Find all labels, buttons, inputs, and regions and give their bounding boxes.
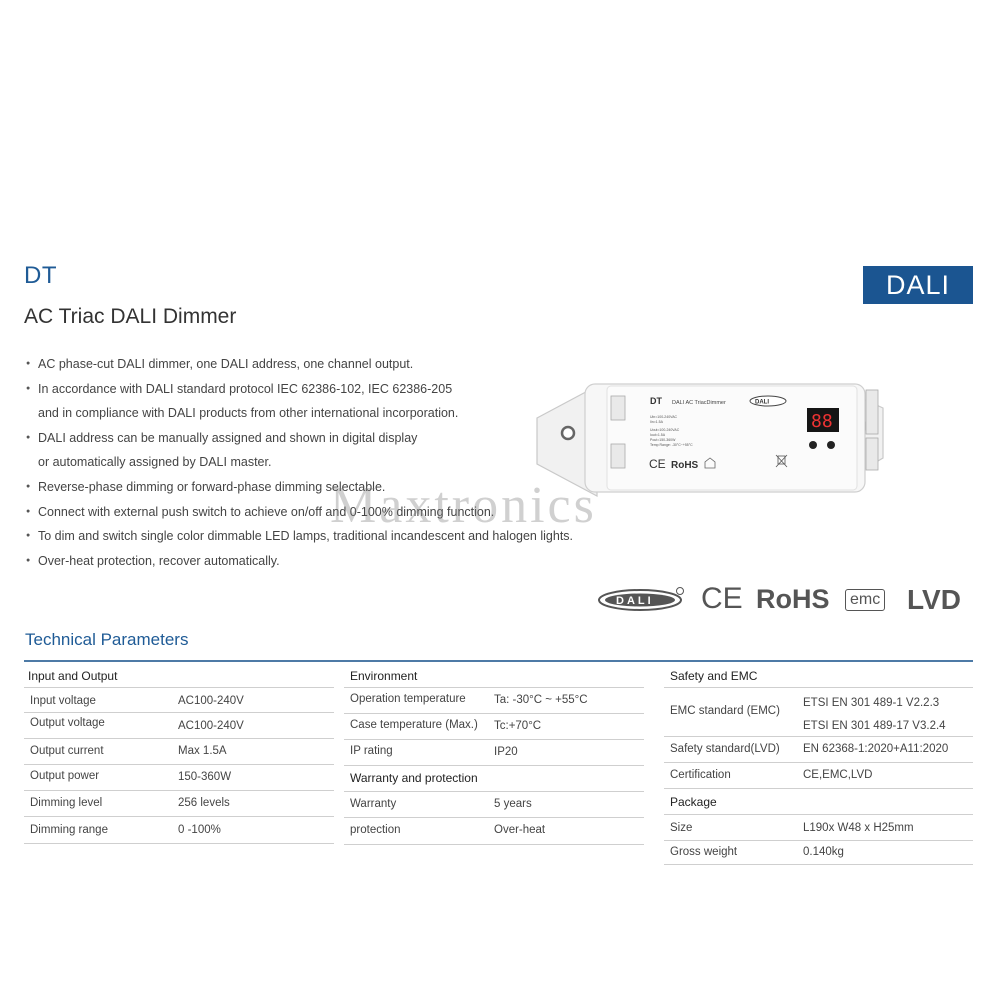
- device-button-left: [809, 441, 817, 449]
- table-heading-row: Package: [664, 789, 973, 814]
- param-value: 150-360W: [178, 771, 232, 783]
- feature-list: AC phase-cut DALI dimmer, one DALI addre…: [26, 352, 626, 573]
- param-value: 256 levels: [178, 797, 230, 809]
- param-value: 5 years: [494, 798, 532, 810]
- table-row: Case temperature (Max.) Tc:+70°C: [344, 714, 644, 740]
- param-label: Output voltage: [30, 717, 105, 729]
- param-label: Size: [670, 822, 693, 834]
- table-row: Input voltage AC100-240V: [24, 688, 334, 713]
- section-divider: [24, 660, 973, 662]
- param-value: Tc:+70°C: [494, 720, 542, 732]
- dali-badge: DALI: [863, 266, 973, 304]
- home-icon: [704, 457, 716, 469]
- param-label: Safety standard(LVD): [670, 743, 780, 755]
- dali-cert-text: DALI: [616, 595, 654, 607]
- product-input-current-label: Iin=1.5A: [650, 420, 664, 424]
- feature-item: In accordance with DALI standard protoco…: [26, 377, 626, 426]
- dali-cert-logo: DALI: [598, 587, 684, 611]
- table-row: Output current Max 1.5A: [24, 739, 334, 765]
- param-label: Output current: [30, 745, 104, 757]
- lvd-logo: LVD: [907, 584, 961, 615]
- param-label: Case temperature (Max.): [350, 719, 478, 731]
- device-button-right: [827, 441, 835, 449]
- param-label: Gross weight: [670, 846, 738, 858]
- feature-item: DALI address can be manually assigned an…: [26, 426, 626, 475]
- param-value: EN 62368-1:2020+A11:2020: [803, 743, 949, 755]
- input-output-table: Input and Output Input voltage AC100-240…: [24, 663, 334, 844]
- table-row: Output voltage AC100-240V: [24, 713, 334, 739]
- param-value: AC100-240V: [178, 695, 244, 707]
- feature-item: Over-heat protection, recover automatica…: [26, 549, 626, 574]
- table-row: protection Over-heat: [344, 818, 644, 845]
- digital-display: 88: [811, 411, 833, 432]
- product-rohs-mark: RoHS: [671, 460, 699, 471]
- table-row: Safety standard(LVD) EN 62368-1:2020+A11…: [664, 737, 973, 763]
- param-value: CE,EMC,LVD: [803, 769, 873, 781]
- section-title: Technical Parameters: [25, 630, 189, 649]
- param-value: ETSI EN 301 489-1 V2.2.3: [803, 697, 940, 709]
- param-label: Dimming range: [30, 824, 108, 836]
- param-label: Input voltage: [30, 695, 96, 707]
- table-row: Warranty 5 years: [344, 792, 644, 818]
- product-model-label: DT: [650, 396, 662, 406]
- safety-emc-table: Safety and EMC EMC standard (EMC) ETSI E…: [664, 663, 973, 865]
- param-value: 0 -100%: [178, 824, 221, 836]
- param-value: Max 1.5A: [178, 745, 227, 757]
- table-row: Dimming range 0 -100%: [24, 817, 334, 844]
- table-row: Dimming level 256 levels: [24, 791, 334, 817]
- table-row: Operation temperature Ta: -30°C ~ +55°C: [344, 688, 644, 714]
- param-label: Operation temperature: [350, 693, 466, 705]
- param-value: 0.140kg: [803, 846, 844, 858]
- table-row: Output power 150-360W: [24, 765, 334, 791]
- table-heading-row: Input and Output: [24, 663, 334, 688]
- table-row: EMC standard (EMC) ETSI EN 301 489-1 V2.…: [664, 688, 973, 737]
- device-dali-logo: DALI: [755, 400, 769, 406]
- table-row: IP rating IP20: [344, 740, 644, 766]
- param-label: Output power: [30, 770, 100, 782]
- table-row: Size L190x W48 x H25mm: [664, 814, 973, 841]
- table-heading-row: Environment: [344, 663, 644, 688]
- table-row: Certification CE,EMC,LVD: [664, 763, 973, 789]
- table-heading: Environment: [350, 669, 418, 683]
- param-value: AC100-240V: [178, 720, 244, 732]
- product-title: AC Triac DALI Dimmer: [24, 305, 237, 328]
- product-image: DT DALI AC TriacDimmer Uin=100-240VAC Ii…: [536, 383, 884, 497]
- param-label: Certification: [670, 769, 731, 781]
- weee-icon: [775, 454, 788, 468]
- table-heading-row: Warranty and protection: [344, 766, 644, 792]
- product-name-label: DALI AC TriacDimmer: [672, 400, 726, 406]
- feature-item: To dim and switch single color dimmable …: [26, 524, 626, 549]
- ce-logo: CE: [701, 582, 743, 615]
- param-value: Ta: -30°C ~ +55°C: [494, 694, 588, 706]
- table-heading: Warranty and protection: [350, 771, 478, 785]
- product-input-label: Uin=100-240VAC: [650, 415, 678, 419]
- param-value: L190x W48 x H25mm: [803, 822, 914, 834]
- param-label: Warranty: [350, 798, 397, 810]
- param-value: Over-heat: [494, 824, 546, 836]
- feature-item: Connect with external push switch to ach…: [26, 500, 626, 525]
- feature-item: Reverse-phase dimming or forward-phase d…: [26, 475, 626, 500]
- table-heading: Safety and EMC: [670, 669, 758, 683]
- environment-table: Environment Operation temperature Ta: -3…: [344, 663, 644, 845]
- rohs-logo: RoHS: [756, 584, 830, 614]
- product-ce-mark: CE: [649, 457, 666, 471]
- table-heading: Input and Output: [28, 669, 118, 683]
- product-temp-label: Temp Range: -30°C~+55°C: [650, 443, 693, 447]
- certification-logos: DALI CE RoHS emc LVD: [596, 580, 981, 622]
- param-label: Dimming level: [30, 797, 103, 809]
- table-heading: Package: [670, 795, 717, 809]
- param-label: protection: [350, 824, 401, 836]
- product-output-label: Uout=100-240VAC: [650, 428, 680, 432]
- emc-logo: emc: [845, 589, 886, 611]
- param-value: IP20: [494, 746, 518, 758]
- param-label: IP rating: [350, 745, 393, 757]
- product-output-current-label: Iout=1.5A: [650, 433, 666, 437]
- table-row: Gross weight 0.140kg: [664, 841, 973, 865]
- product-power-label: Pout=150-360W: [650, 438, 676, 442]
- product-model: DT: [24, 262, 57, 289]
- param-label: EMC standard (EMC): [670, 705, 780, 717]
- feature-item: AC phase-cut DALI dimmer, one DALI addre…: [26, 352, 626, 377]
- param-value: ETSI EN 301 489-17 V3.2.4: [803, 720, 946, 732]
- table-heading-row: Safety and EMC: [664, 663, 973, 688]
